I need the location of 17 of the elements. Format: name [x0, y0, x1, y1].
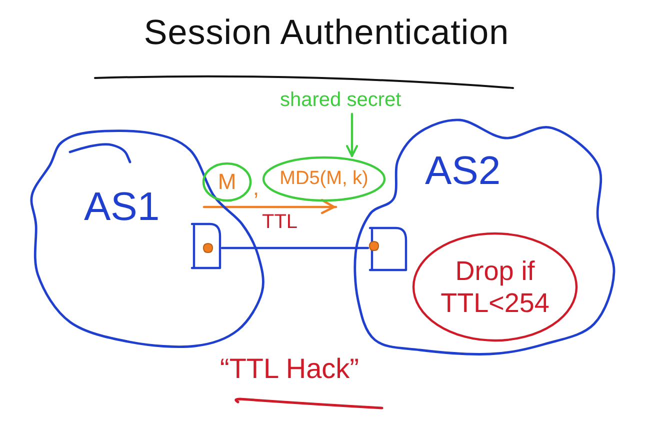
router-symbol	[368, 226, 408, 272]
title: Session Authentication	[144, 12, 510, 54]
oval-label: MD5(M, k)	[280, 168, 368, 190]
note-text: “TTL Hack”	[220, 352, 359, 386]
oval-outline	[202, 162, 252, 202]
oval-outline	[262, 156, 386, 202]
oval-label: M	[218, 168, 236, 196]
cloud-label: AS1	[84, 184, 160, 230]
ttl-label: TTL	[262, 210, 298, 234]
annotation-text: shared secret	[280, 88, 402, 112]
ellipse-label: Drop if TTL<254	[440, 254, 550, 320]
cloud-label: AS2	[425, 148, 501, 194]
router-symbol	[190, 222, 222, 270]
connector-line	[220, 246, 370, 250]
ellipse-outline	[412, 232, 578, 342]
comma-mark: ,	[253, 175, 260, 202]
arrow	[346, 112, 358, 158]
